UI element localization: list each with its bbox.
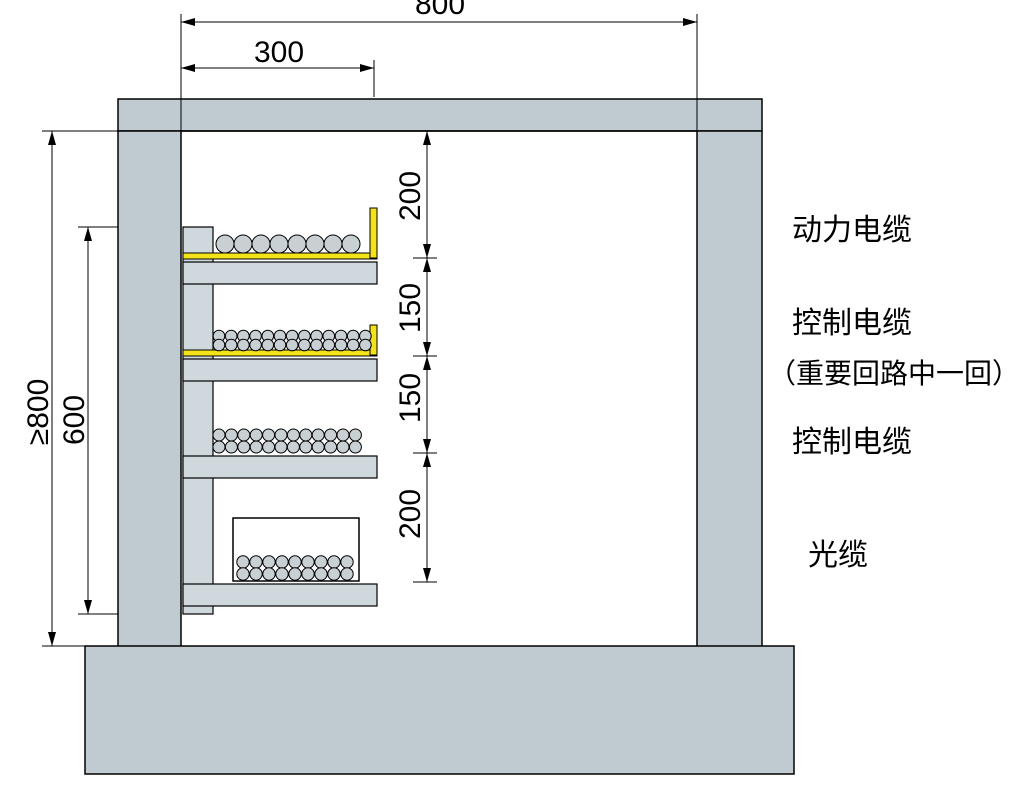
label-control-cable-1: 控制电缆 — [792, 306, 912, 341]
dim-spacing-chain: 200 150 150 200 — [394, 131, 437, 583]
dim-height-support-text: 600 — [58, 395, 91, 445]
tray-arm-4 — [182, 583, 378, 607]
cable — [288, 567, 302, 581]
cable — [262, 440, 276, 454]
dim-spacing-mid1-text: 150 — [394, 283, 427, 333]
cable — [314, 567, 328, 581]
label-optical-cable: 光缆 — [808, 538, 868, 573]
optical-cable-bundle — [236, 555, 354, 581]
base-slab — [84, 645, 795, 775]
control-cable-bundle-2 — [212, 428, 362, 454]
dim-spacing-bottom-text: 200 — [394, 489, 427, 539]
cable — [236, 567, 250, 581]
label-power-cable: 动力电缆 — [792, 213, 912, 248]
power-cable-bundle — [215, 234, 361, 254]
cable — [341, 234, 361, 254]
dim-width-total-text: 800 — [415, 0, 465, 21]
right-wall — [696, 130, 763, 648]
cable — [286, 428, 300, 442]
cable — [334, 338, 348, 352]
cable — [237, 428, 251, 442]
cable — [301, 567, 315, 581]
cable — [249, 428, 263, 442]
cable — [327, 555, 341, 569]
cable — [346, 338, 360, 352]
top-slab — [117, 98, 763, 132]
cable — [340, 555, 354, 569]
support-column — [182, 226, 214, 615]
cable — [236, 555, 250, 569]
cable — [301, 555, 315, 569]
cable — [215, 234, 235, 254]
label-control-cable-important: （重要回路中一回） — [768, 357, 1016, 390]
cable — [359, 338, 372, 352]
cable — [311, 440, 325, 454]
cable — [237, 338, 250, 352]
cable — [212, 440, 226, 454]
cable — [348, 428, 362, 442]
cable — [298, 338, 311, 352]
cable — [262, 555, 276, 569]
cable — [224, 428, 238, 442]
cable — [336, 440, 350, 454]
cable — [322, 338, 336, 352]
cable — [224, 440, 238, 454]
cable — [224, 338, 238, 352]
left-wall — [117, 130, 182, 648]
cable — [249, 555, 263, 569]
dim-spacing-mid2-text: 150 — [394, 373, 427, 423]
cable — [324, 428, 338, 442]
tray-arm-2 — [182, 358, 378, 382]
cable — [262, 428, 276, 442]
cable — [251, 234, 271, 254]
cable — [287, 234, 307, 254]
cable — [288, 555, 302, 569]
dim-width-tray-text: 300 — [254, 36, 304, 69]
cable — [275, 555, 289, 569]
cable — [274, 428, 288, 442]
cable — [348, 440, 362, 454]
control-cable-bundle-1 — [212, 329, 372, 352]
cable — [212, 428, 226, 442]
cable — [314, 555, 328, 569]
cable — [305, 234, 325, 254]
label-control-cable-2: 控制电缆 — [792, 425, 912, 460]
cable — [299, 440, 313, 454]
cable — [237, 440, 251, 454]
dim-height-total: ≥800 — [22, 130, 118, 647]
cable — [286, 440, 300, 454]
cable — [212, 338, 226, 352]
dim-height-total-text: ≥800 — [22, 379, 55, 446]
cable — [310, 338, 323, 352]
dim-width-tray: 300 — [181, 36, 375, 97]
tray-arm-1 — [182, 261, 378, 285]
cable — [275, 567, 289, 581]
dim-height-support: 600 — [58, 226, 118, 615]
cable — [249, 440, 263, 454]
cable — [340, 567, 354, 581]
cable — [324, 440, 338, 454]
cable — [327, 567, 341, 581]
cable — [311, 428, 325, 442]
cable — [274, 440, 288, 454]
cable — [269, 234, 289, 254]
cable — [249, 567, 263, 581]
cable — [262, 567, 276, 581]
cable — [273, 338, 287, 352]
cable — [336, 428, 350, 442]
cable — [285, 338, 299, 352]
cable — [249, 338, 262, 352]
cable — [233, 234, 253, 254]
dim-spacing-top-text: 200 — [394, 171, 427, 221]
cable — [323, 234, 343, 254]
cable — [299, 428, 313, 442]
cable — [261, 338, 275, 352]
tray-arm-3 — [182, 455, 378, 479]
dim-width-total: 800 — [180, 0, 698, 131]
